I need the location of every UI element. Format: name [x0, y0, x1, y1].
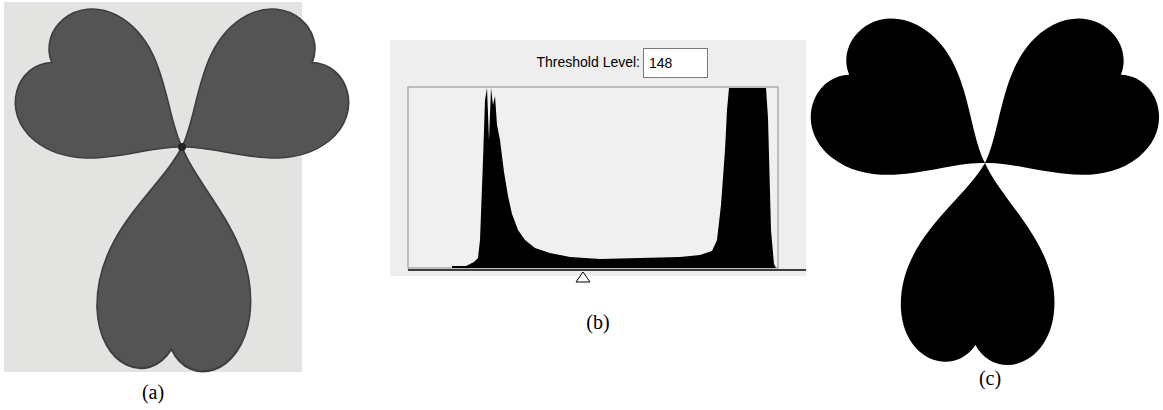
field-label: Threshold Level:: [536, 54, 640, 70]
histogram-axis: [408, 269, 806, 271]
panel-label: (a): [142, 381, 164, 404]
panel-label: (c): [979, 367, 1001, 390]
histogram: [452, 88, 776, 268]
histogram-frame: [408, 87, 778, 268]
dialog-panel: [390, 40, 806, 276]
panel-label: (b): [586, 311, 609, 334]
clover-silhouette: [792, 0, 1163, 367]
threshold-input-box: 148: [643, 48, 708, 78]
input-value: 148: [649, 55, 702, 71]
clover-photo: [0, 0, 366, 374]
threshold-slider: [576, 272, 590, 282]
